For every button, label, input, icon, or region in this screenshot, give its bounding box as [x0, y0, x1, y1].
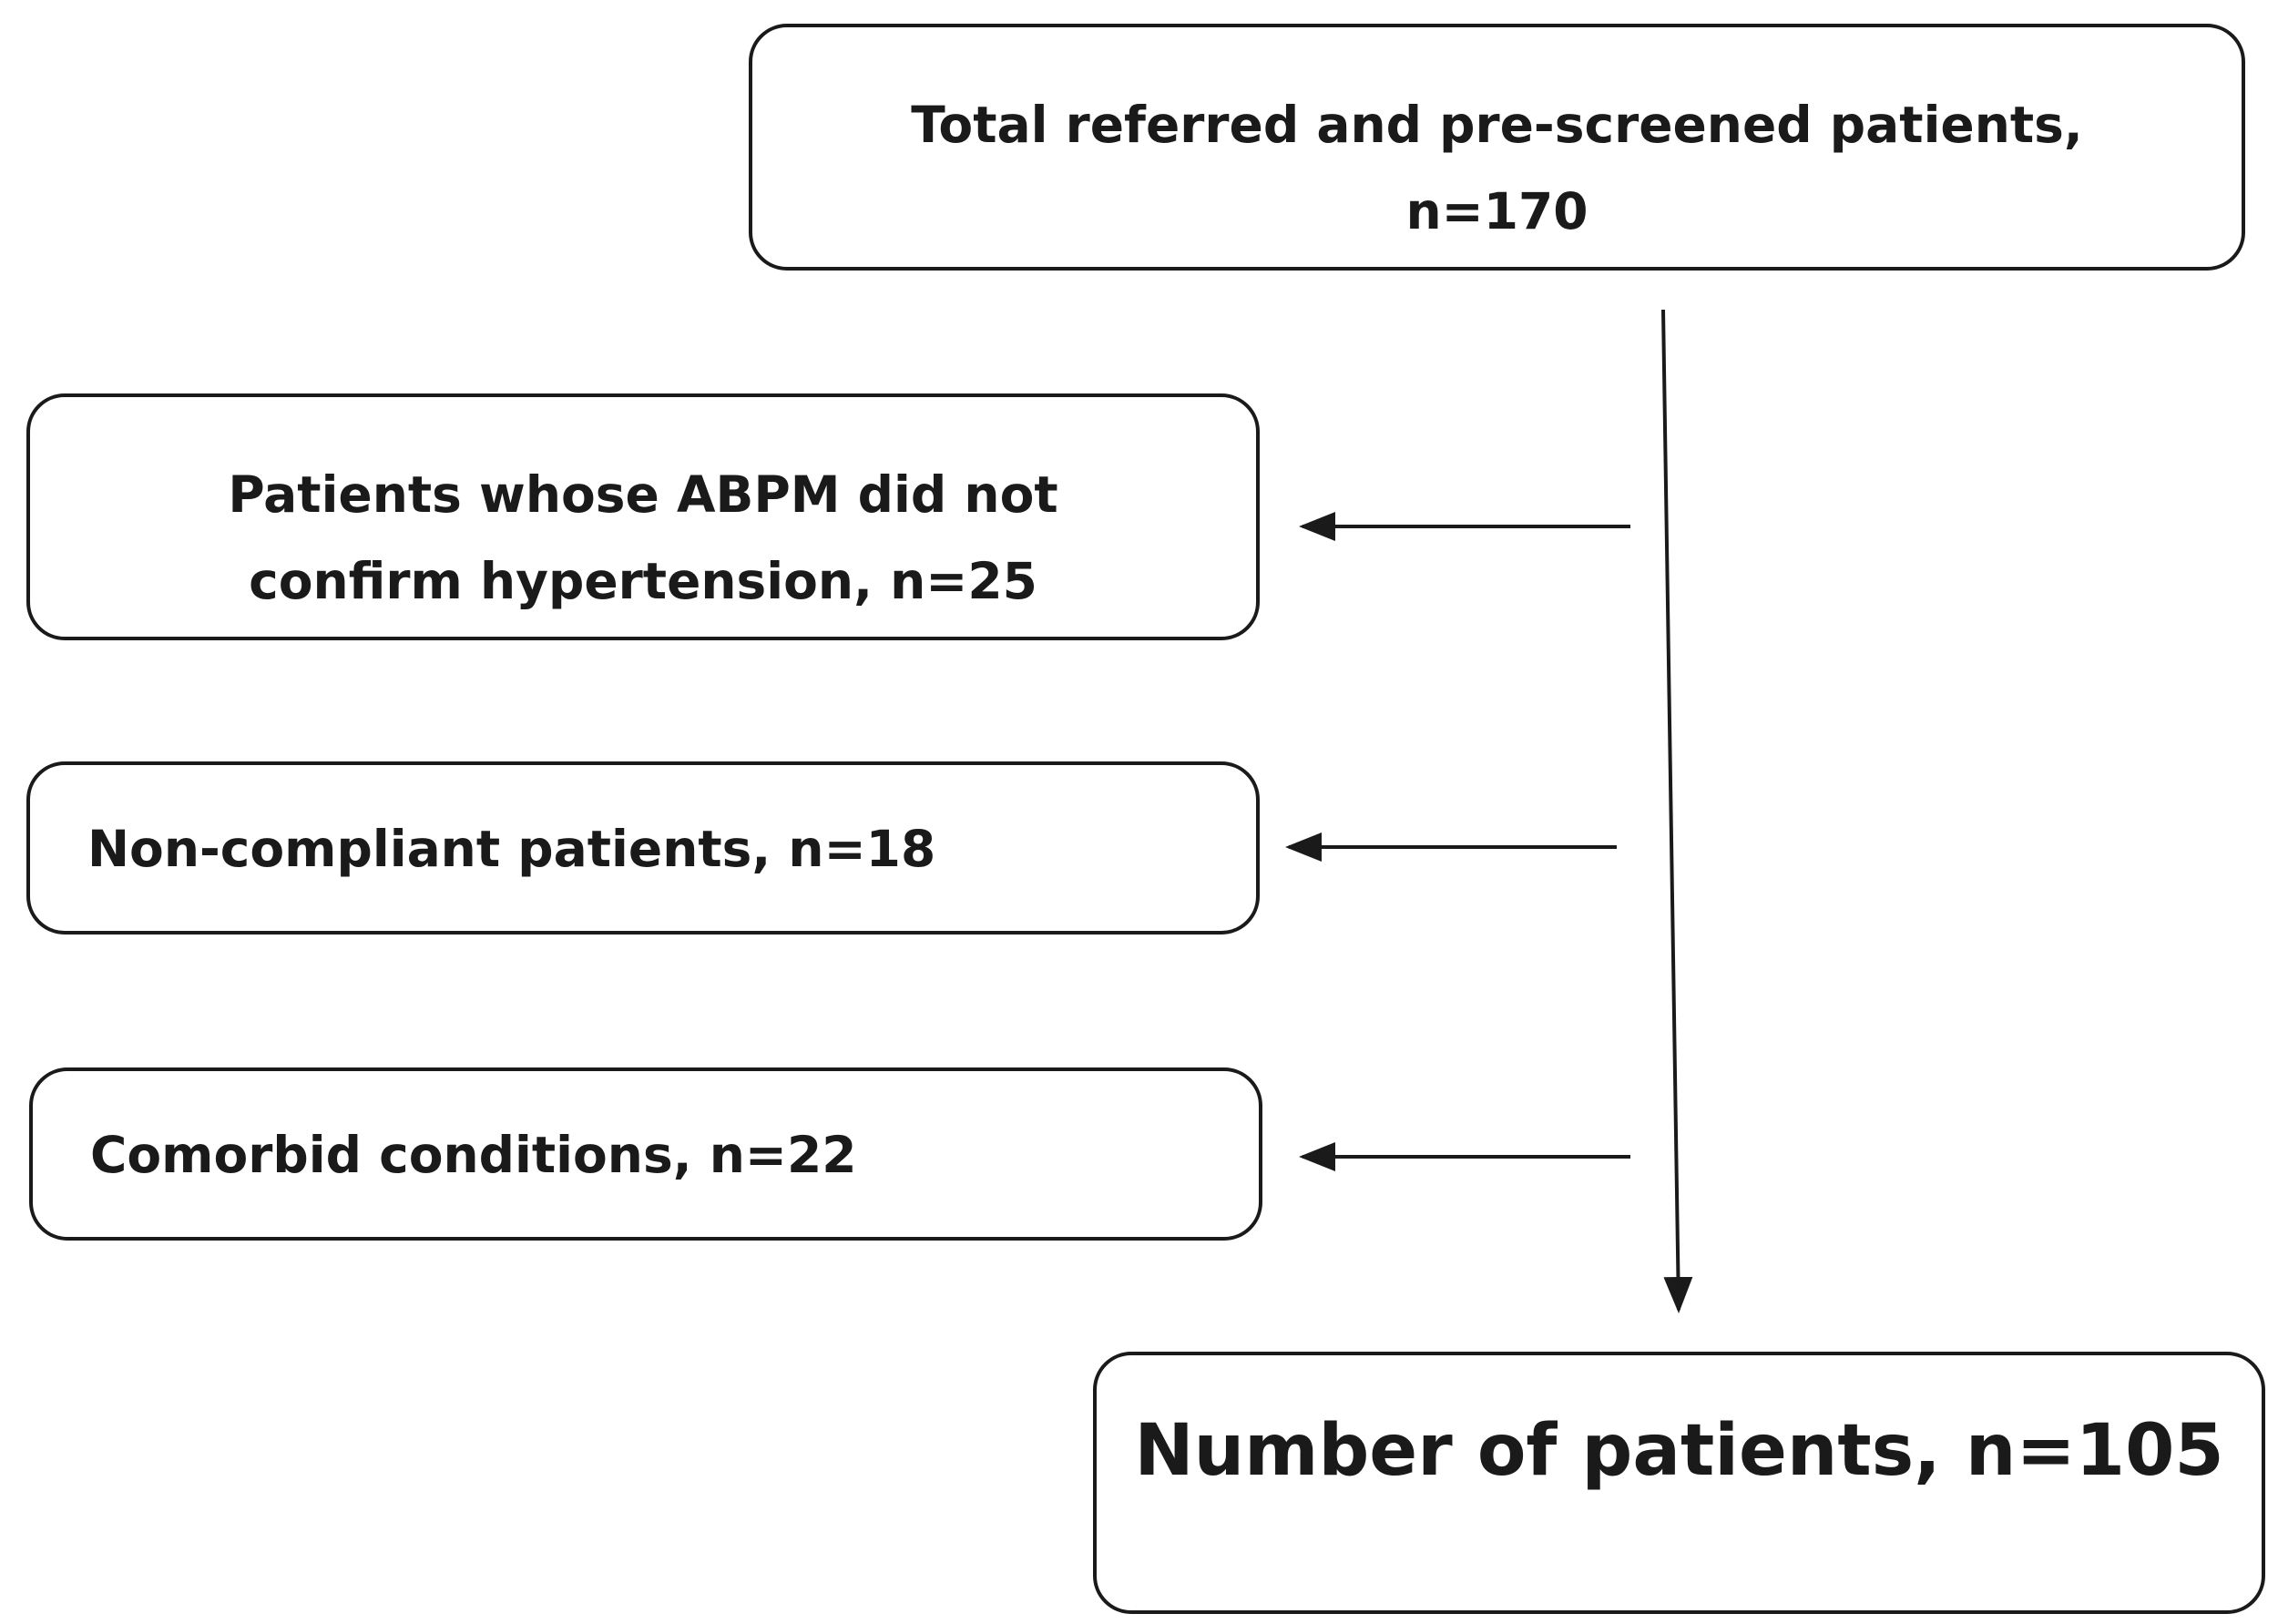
noncompliant-exclusion-label: Non-compliant patients, n=18 — [87, 820, 936, 878]
abpm-exclusion-label: Patients whose ABPM did not confirm hype… — [30, 452, 1256, 625]
comorbid-exclusion-label: Comorbid conditions, n=22 — [90, 1126, 857, 1184]
abpm-exclusion-line1: Patients whose ABPM did not — [228, 465, 1058, 524]
abpm-exclusion-line2: confirm hypertension, n=25 — [249, 552, 1037, 610]
final-patients-box: Number of patients, n=105 — [1093, 1352, 2265, 1614]
abpm-exclusion-box: Patients whose ABPM did not confirm hype… — [26, 393, 1260, 640]
total-patients-label: Total referred and pre-screened patients… — [752, 82, 2242, 255]
final-patients-label: Number of patients, n=105 — [1134, 1410, 2224, 1492]
total-patients-line2: n=170 — [1405, 182, 1588, 240]
noncompliant-exclusion-box: Non-compliant patients, n=18 — [26, 761, 1260, 935]
comorbid-exclusion-box: Comorbid conditions, n=22 — [29, 1067, 1262, 1241]
total-patients-box: Total referred and pre-screened patients… — [749, 24, 2245, 271]
main-flow-arrow — [1661, 309, 1693, 1313]
total-patients-line1: Total referred and pre-screened patients… — [911, 96, 2083, 154]
